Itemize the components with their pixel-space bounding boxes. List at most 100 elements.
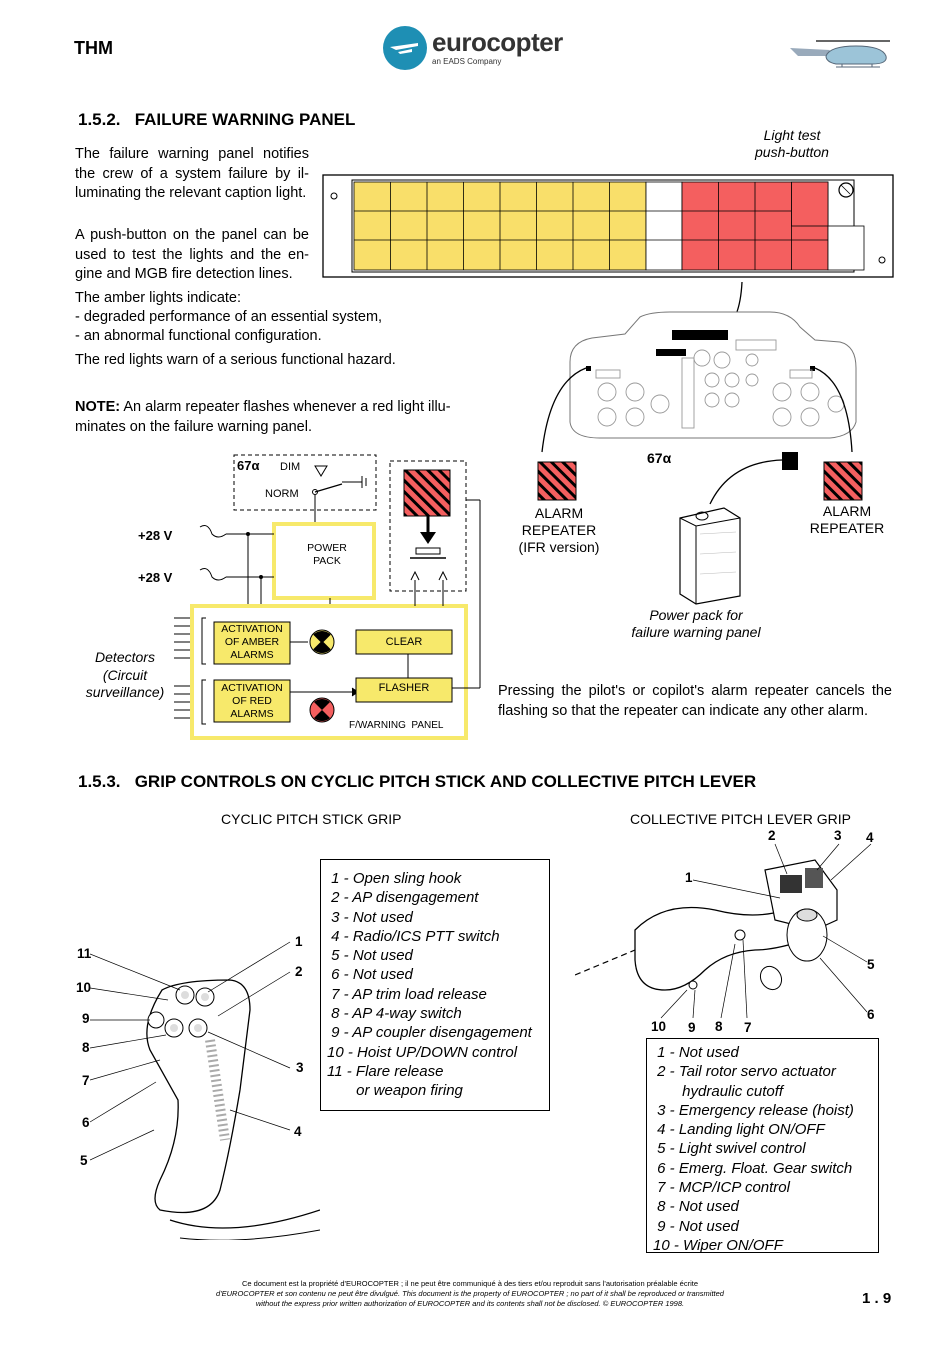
collective-callout-5: 5: [867, 957, 875, 972]
light-test-label: Light test push-button: [740, 127, 844, 161]
power-pack-caption: Power pack for failure warning panel: [620, 607, 772, 641]
para-amber-intro: The amber lights indicate:: [75, 289, 241, 309]
cyclic-item: 3 - Not used: [327, 908, 543, 927]
power-pack-caption-line1: Power pack for: [620, 607, 772, 624]
collective-item: 2 - Tail rotor servo actuator: [653, 1062, 872, 1081]
red-line1: ACTIVATION: [214, 682, 290, 695]
schematic-norm: NORM: [265, 488, 299, 500]
red-indicator-icon: [310, 698, 334, 722]
collective-callout-6: 6: [867, 1007, 875, 1022]
cyclic-callout-3: 3: [296, 1060, 304, 1075]
para-amber-line2: - an abnormal functional configuration.: [75, 327, 322, 347]
collective-item: 6 - Emerg. Float. Gear switch: [653, 1159, 872, 1178]
collective-item: 10 - Wiper ON/OFF: [653, 1236, 872, 1255]
alarm-left-line1: ALARM: [500, 505, 618, 522]
red-line2: OF RED: [214, 695, 290, 708]
cyclic-item: 8 - AP 4-way switch: [327, 1004, 543, 1023]
schematic-dim: DIM: [280, 461, 300, 473]
schematic-power-pack: POWER PACK: [280, 542, 374, 568]
alarm-right-line1: ALARM: [800, 503, 894, 520]
cyclic-item: 7 - AP trim load release: [327, 985, 543, 1004]
alarm-repeater-left-label: ALARM REPEATER (IFR version): [500, 505, 618, 556]
collective-callout-2: 2: [768, 828, 776, 843]
collective-callout-9: 9: [688, 1020, 696, 1035]
cyclic-callout-5: 5: [80, 1153, 88, 1168]
alarm-repeater-right-label: ALARM REPEATER: [800, 503, 894, 537]
helicopter-icon: [786, 34, 894, 68]
collective-item: hydraulic cutoff: [653, 1082, 872, 1101]
cyclic-item: 1 - Open sling hook: [327, 869, 543, 888]
collective-callout-3: 3: [834, 828, 842, 843]
cyclic-item: 9 - AP coupler disengagement: [327, 1023, 543, 1042]
collective-callout-1: 1: [685, 870, 693, 885]
cyclic-item: 2 - AP disengagement: [327, 888, 543, 907]
collective-callout-10: 10: [651, 1019, 666, 1034]
doc-code: THM: [74, 38, 113, 59]
collective-item: 3 - Emergency release (hoist): [653, 1101, 872, 1120]
cyclic-grip-title: CYCLIC PITCH STICK GRIP: [221, 811, 401, 827]
schematic-red-activation: ACTIVATION OF RED ALARMS: [214, 682, 290, 721]
failure-warning-panel-diagram: [322, 172, 896, 280]
amber-line2: OF AMBER: [214, 636, 290, 649]
amber-line1: ACTIVATION: [214, 623, 290, 636]
footer-line3: without the express prior written author…: [140, 1299, 800, 1309]
para-push-button: A push-button on the panel can be used t…: [75, 226, 309, 285]
cyclic-callout-6: 6: [82, 1115, 90, 1130]
amber-caption-lights: [354, 182, 646, 270]
cyclic-callout-8: 8: [82, 1040, 90, 1055]
schematic-detectors: Detectors (Circuit surveillance): [80, 649, 170, 702]
cyclic-callout-4: 4: [294, 1124, 302, 1139]
alarm-repeater-right-icon: [823, 461, 863, 501]
collective-item: 9 - Not used: [653, 1217, 872, 1236]
alarm-left-line2: REPEATER: [500, 522, 618, 539]
logo-text: eurocopter: [432, 27, 563, 58]
light-test-line1: Light test: [740, 127, 844, 144]
collective-grip-drawing: [575, 840, 885, 1020]
logo-subtext: an EADS Company: [432, 57, 501, 66]
collective-item: 7 - MCP/ICP control: [653, 1178, 872, 1197]
cyclic-item: 5 - Not used: [327, 946, 543, 965]
schematic-flasher: FLASHER: [356, 682, 452, 694]
detectors-line3: surveillance): [80, 684, 170, 702]
schematic-voltage-1: +28 V: [138, 528, 172, 543]
footer-disclaimer: Ce document est la propriété d'EUROCOPTE…: [140, 1279, 800, 1309]
collective-callout-8: 8: [715, 1019, 723, 1034]
collective-callout-7: 7: [744, 1020, 752, 1035]
red-line3: ALARMS: [214, 708, 290, 721]
collective-item: 4 - Landing light ON/OFF: [653, 1120, 872, 1139]
para-notify: The failure warning panel notifies the c…: [75, 145, 309, 204]
footer-line1: Ce document est la propriété d'EUROCOPTE…: [140, 1279, 800, 1289]
note: NOTE: An alarm repeater flashes whenever…: [75, 398, 475, 437]
collective-item: 1 - Not used: [653, 1043, 872, 1062]
collective-item: 5 - Light swivel control: [653, 1139, 872, 1158]
alpha-label-center: 67α: [647, 450, 671, 466]
detectors-line1: Detectors: [80, 649, 170, 667]
footer-line2: d'EUROCOPTER et son contenu ne peut être…: [140, 1289, 800, 1299]
alarm-left-line3: (IFR version): [500, 539, 618, 556]
eurocopter-logo: eurocopter an EADS Company: [382, 25, 592, 71]
cyclic-item: 6 - Not used: [327, 965, 543, 984]
para-red: The red lights warn of a serious functio…: [75, 351, 396, 371]
section-2-title: 1.5.3. GRIP CONTROLS ON CYCLIC PITCH STI…: [78, 772, 756, 792]
cyclic-item: or weapon firing: [327, 1081, 543, 1100]
cyclic-grip-drawing: [90, 940, 320, 1240]
panel-marker-left: [656, 349, 686, 356]
cyclic-item: 11 - Flare release: [327, 1062, 543, 1081]
note-text: An alarm repeater flashes whenever a red…: [75, 399, 451, 435]
collective-callout-4: 4: [866, 830, 874, 845]
cyclic-item: 4 - Radio/ICS PTT switch: [327, 927, 543, 946]
power-pack-line1: POWER: [280, 542, 374, 555]
collective-grip-title: COLLECTIVE PITCH LEVER GRIP: [630, 811, 851, 827]
schematic-voltage-2: +28 V: [138, 570, 172, 585]
schematic-alpha-label: 67α: [237, 458, 259, 473]
section-1-title: 1.5.2. FAILURE WARNING PANEL: [78, 110, 355, 130]
detectors-line2: (Circuit: [80, 667, 170, 685]
amber-line3: ALARMS: [214, 649, 290, 662]
cyclic-legend: 1 - Open sling hook 2 - AP disengagement…: [320, 859, 550, 1111]
red-caption-lights: [682, 182, 828, 270]
panel-marker-top: [672, 330, 728, 340]
cyclic-item: 10 - Hoist UP/DOWN control: [327, 1043, 543, 1062]
pressing-text: Pressing the pilot's or copilot's alarm …: [498, 682, 892, 721]
schematic-fwarning: F/WARNING PANEL: [349, 720, 443, 731]
light-test-line2: push-button: [740, 144, 844, 161]
